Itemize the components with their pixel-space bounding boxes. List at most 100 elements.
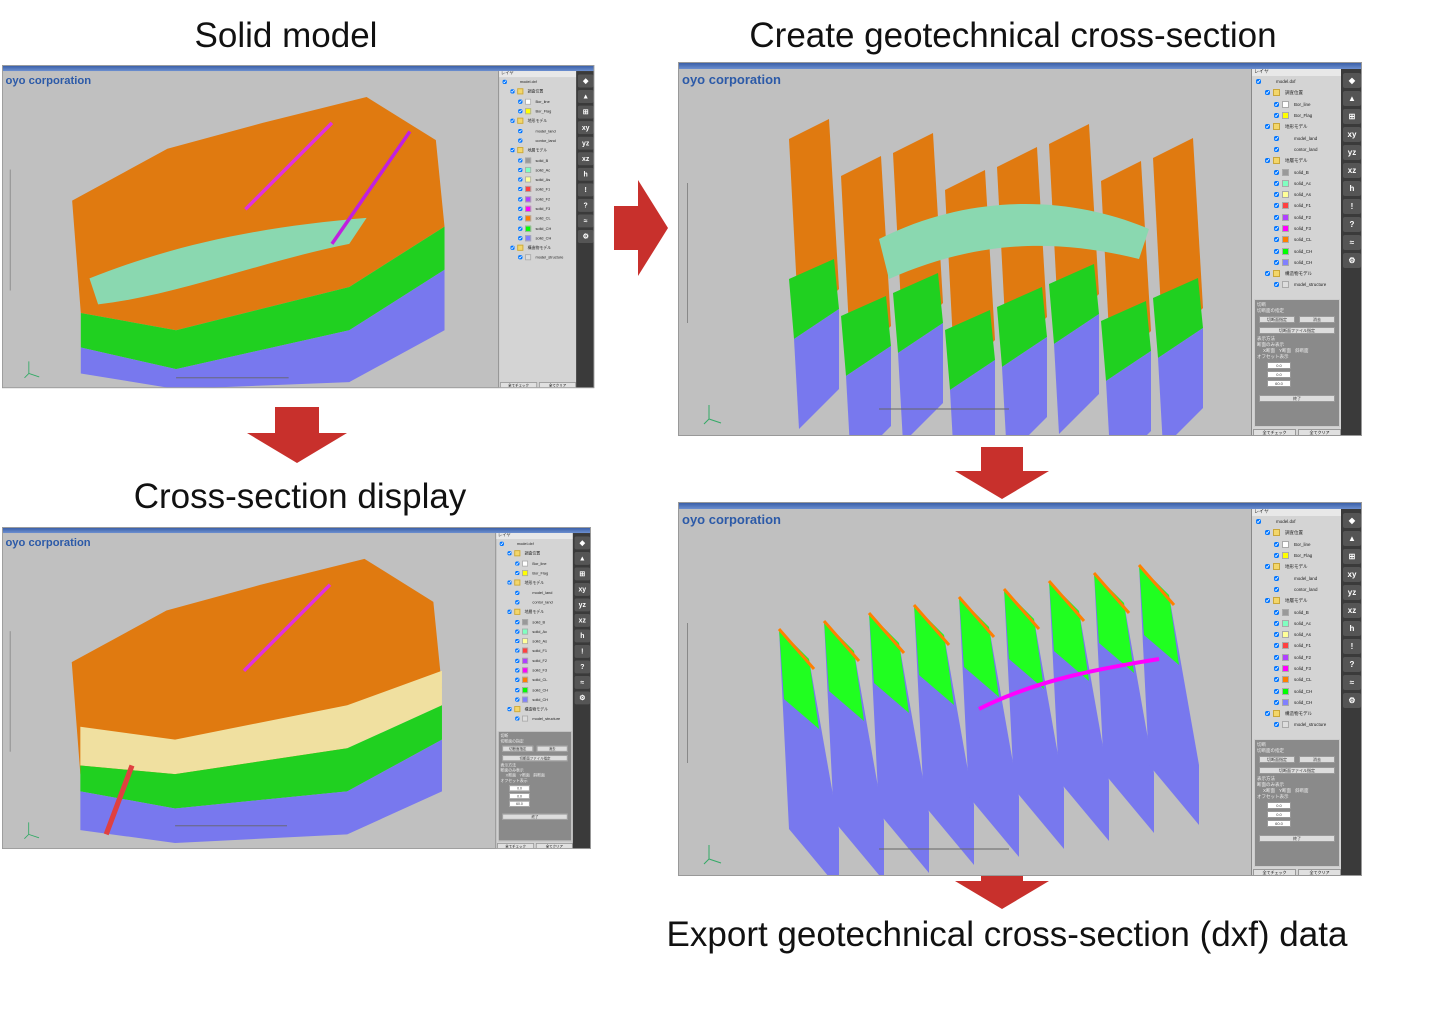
layer-checkbox[interactable] [1274,541,1279,547]
cut-clear-button[interactable]: 消去 [1299,316,1335,323]
tree-icon[interactable]: ⊞ [574,567,591,581]
layer-checkbox[interactable] [1274,192,1279,198]
layer-checkbox[interactable] [1274,259,1279,265]
layer-checkbox[interactable] [515,600,520,605]
terrain-icon[interactable]: ▲ [574,551,591,565]
cut-file-button[interactable]: 切断面ファイル指定 [1259,767,1335,774]
section-only-radio[interactable]: 断面のみ表示 [500,768,524,773]
layer-tree-item[interactable]: solid_F3 [1252,663,1341,674]
layer-checkbox[interactable] [1274,214,1279,220]
layer-tree-item[interactable]: solid_CH [1252,245,1341,256]
layer-checkbox[interactable] [1256,79,1261,85]
3d-viewport[interactable] [3,71,498,388]
layers-icon[interactable]: ◆ [577,74,594,88]
layer-tree-item[interactable]: solid_F1 [1252,200,1341,211]
view-h-button[interactable]: h [1343,181,1361,196]
layer-checkbox[interactable] [515,668,520,673]
layers-icon[interactable]: ◆ [574,536,591,550]
layer-checkbox[interactable] [1265,711,1270,717]
layer-tree-item[interactable]: solid_As [496,636,573,646]
layer-tree-item[interactable]: 地層モデル [1252,155,1341,166]
3d-viewport[interactable] [679,509,1251,875]
view-h-button[interactable]: h [1343,621,1361,636]
layer-tree-item[interactable]: model_land [496,588,573,598]
layer-checkbox[interactable] [1274,632,1279,638]
layer-tree-item[interactable]: solid_CL [499,214,576,224]
layer-tree-item[interactable]: solid_F2 [499,194,576,204]
offset-value-input[interactable]: 0.0 [1267,362,1291,369]
layer-checkbox[interactable] [510,89,515,94]
view-yz-button[interactable]: yz [574,598,591,612]
offset-display-radio[interactable]: オフセット表示 [1257,794,1289,799]
layer-checkbox[interactable] [1274,113,1279,119]
zoom-slider[interactable] [9,169,20,291]
layer-tree-item[interactable]: model_structure [1252,719,1341,730]
layer-checkbox[interactable] [518,128,523,133]
clear-all-button[interactable]: 全てクリア [538,382,577,388]
layer-checkbox[interactable] [1274,688,1279,694]
layer-checkbox[interactable] [510,148,515,153]
layers-icon[interactable]: ◆ [1343,513,1361,528]
layer-checkbox[interactable] [1274,248,1279,254]
view-h-button[interactable]: h [577,167,594,181]
offset-display-radio[interactable]: オフセット表示 [500,778,528,783]
end-button[interactable]: 終了 [1259,835,1335,842]
layer-tree-item[interactable]: 調査位置 [1252,87,1341,98]
layer-checkbox[interactable] [515,619,520,624]
view-xy-button[interactable]: xy [574,582,591,596]
offset-value-input[interactable]: 0.0 [1267,371,1291,378]
layer-checkbox[interactable] [518,187,523,192]
layer-tree-item[interactable]: solid_F2 [496,656,573,666]
clear-all-button[interactable]: 全てクリア [535,842,573,849]
layer-tree-item[interactable]: 地層モデル [1252,595,1341,606]
layer-checkbox[interactable] [1274,282,1279,288]
layer-tree-item[interactable]: contor_land [1252,584,1341,595]
clear-all-button[interactable]: 全てクリア [1298,429,1341,435]
layer-tree-item[interactable]: Bor_line [499,97,576,107]
layer-checkbox[interactable] [1274,586,1279,592]
view-yz-button[interactable]: yz [577,136,594,150]
layer-checkbox[interactable] [1274,180,1279,186]
layer-tree-item[interactable]: solid_CH [1252,685,1341,696]
layer-checkbox[interactable] [499,541,504,547]
offset-value-input[interactable]: 60.0 [1267,380,1291,387]
layer-checkbox[interactable] [515,561,520,566]
layer-tree-item[interactable]: model.dxf [496,539,573,549]
help-icon[interactable]: ? [577,198,594,212]
clear-all-button[interactable]: 全てクリア [1298,869,1341,875]
layer-checkbox[interactable] [515,697,520,702]
layer-tree-item[interactable]: model_land [1252,132,1341,143]
layer-tree-item[interactable]: 調査位置 [496,549,573,559]
layer-tree-item[interactable]: Bor_Flag [499,106,576,116]
cut-file-button[interactable]: 切断面ファイル指定 [502,755,568,762]
tree-icon[interactable]: ⊞ [1343,109,1361,124]
view-xz-button[interactable]: xz [1343,603,1361,618]
layer-tree-item[interactable]: solid_CH [496,695,573,705]
layer-checkbox[interactable] [515,658,520,663]
layer-checkbox[interactable] [1274,609,1279,615]
view-h-button[interactable]: h [574,629,591,643]
layer-tree-item[interactable]: model_structure [1252,279,1341,290]
layer-checkbox[interactable] [510,245,515,251]
layer-checkbox[interactable] [518,157,523,163]
layer-tree-item[interactable]: solid_As [499,175,576,185]
gear-icon[interactable]: ⚙ [577,230,594,243]
view-xy-button[interactable]: xy [577,121,594,135]
section-icon[interactable]: ≈ [1343,675,1361,690]
gear-icon[interactable]: ⚙ [574,691,591,705]
offset-value-input[interactable]: 60.0 [1267,820,1291,827]
layer-tree-item[interactable]: Bor_line [1252,99,1341,110]
zoom-slider[interactable] [9,631,20,752]
layer-tree-item[interactable]: model.dxf [1252,76,1341,87]
layer-tree-item[interactable]: 構造物モデル [1252,708,1341,719]
layer-tree-item[interactable]: Bor_Flag [496,568,573,578]
layer-tree-item[interactable]: model.dxf [1252,516,1341,527]
layer-checkbox[interactable] [518,216,523,221]
layer-checkbox[interactable] [515,648,520,654]
y-section-radio[interactable]: Y断面 [1279,788,1292,793]
layer-tree-item[interactable]: solid_CH [499,233,576,243]
end-button[interactable]: 終了 [1259,395,1335,402]
layer-checkbox[interactable] [502,79,507,85]
layer-checkbox[interactable] [1274,643,1279,649]
view-xy-button[interactable]: xy [1343,127,1361,142]
